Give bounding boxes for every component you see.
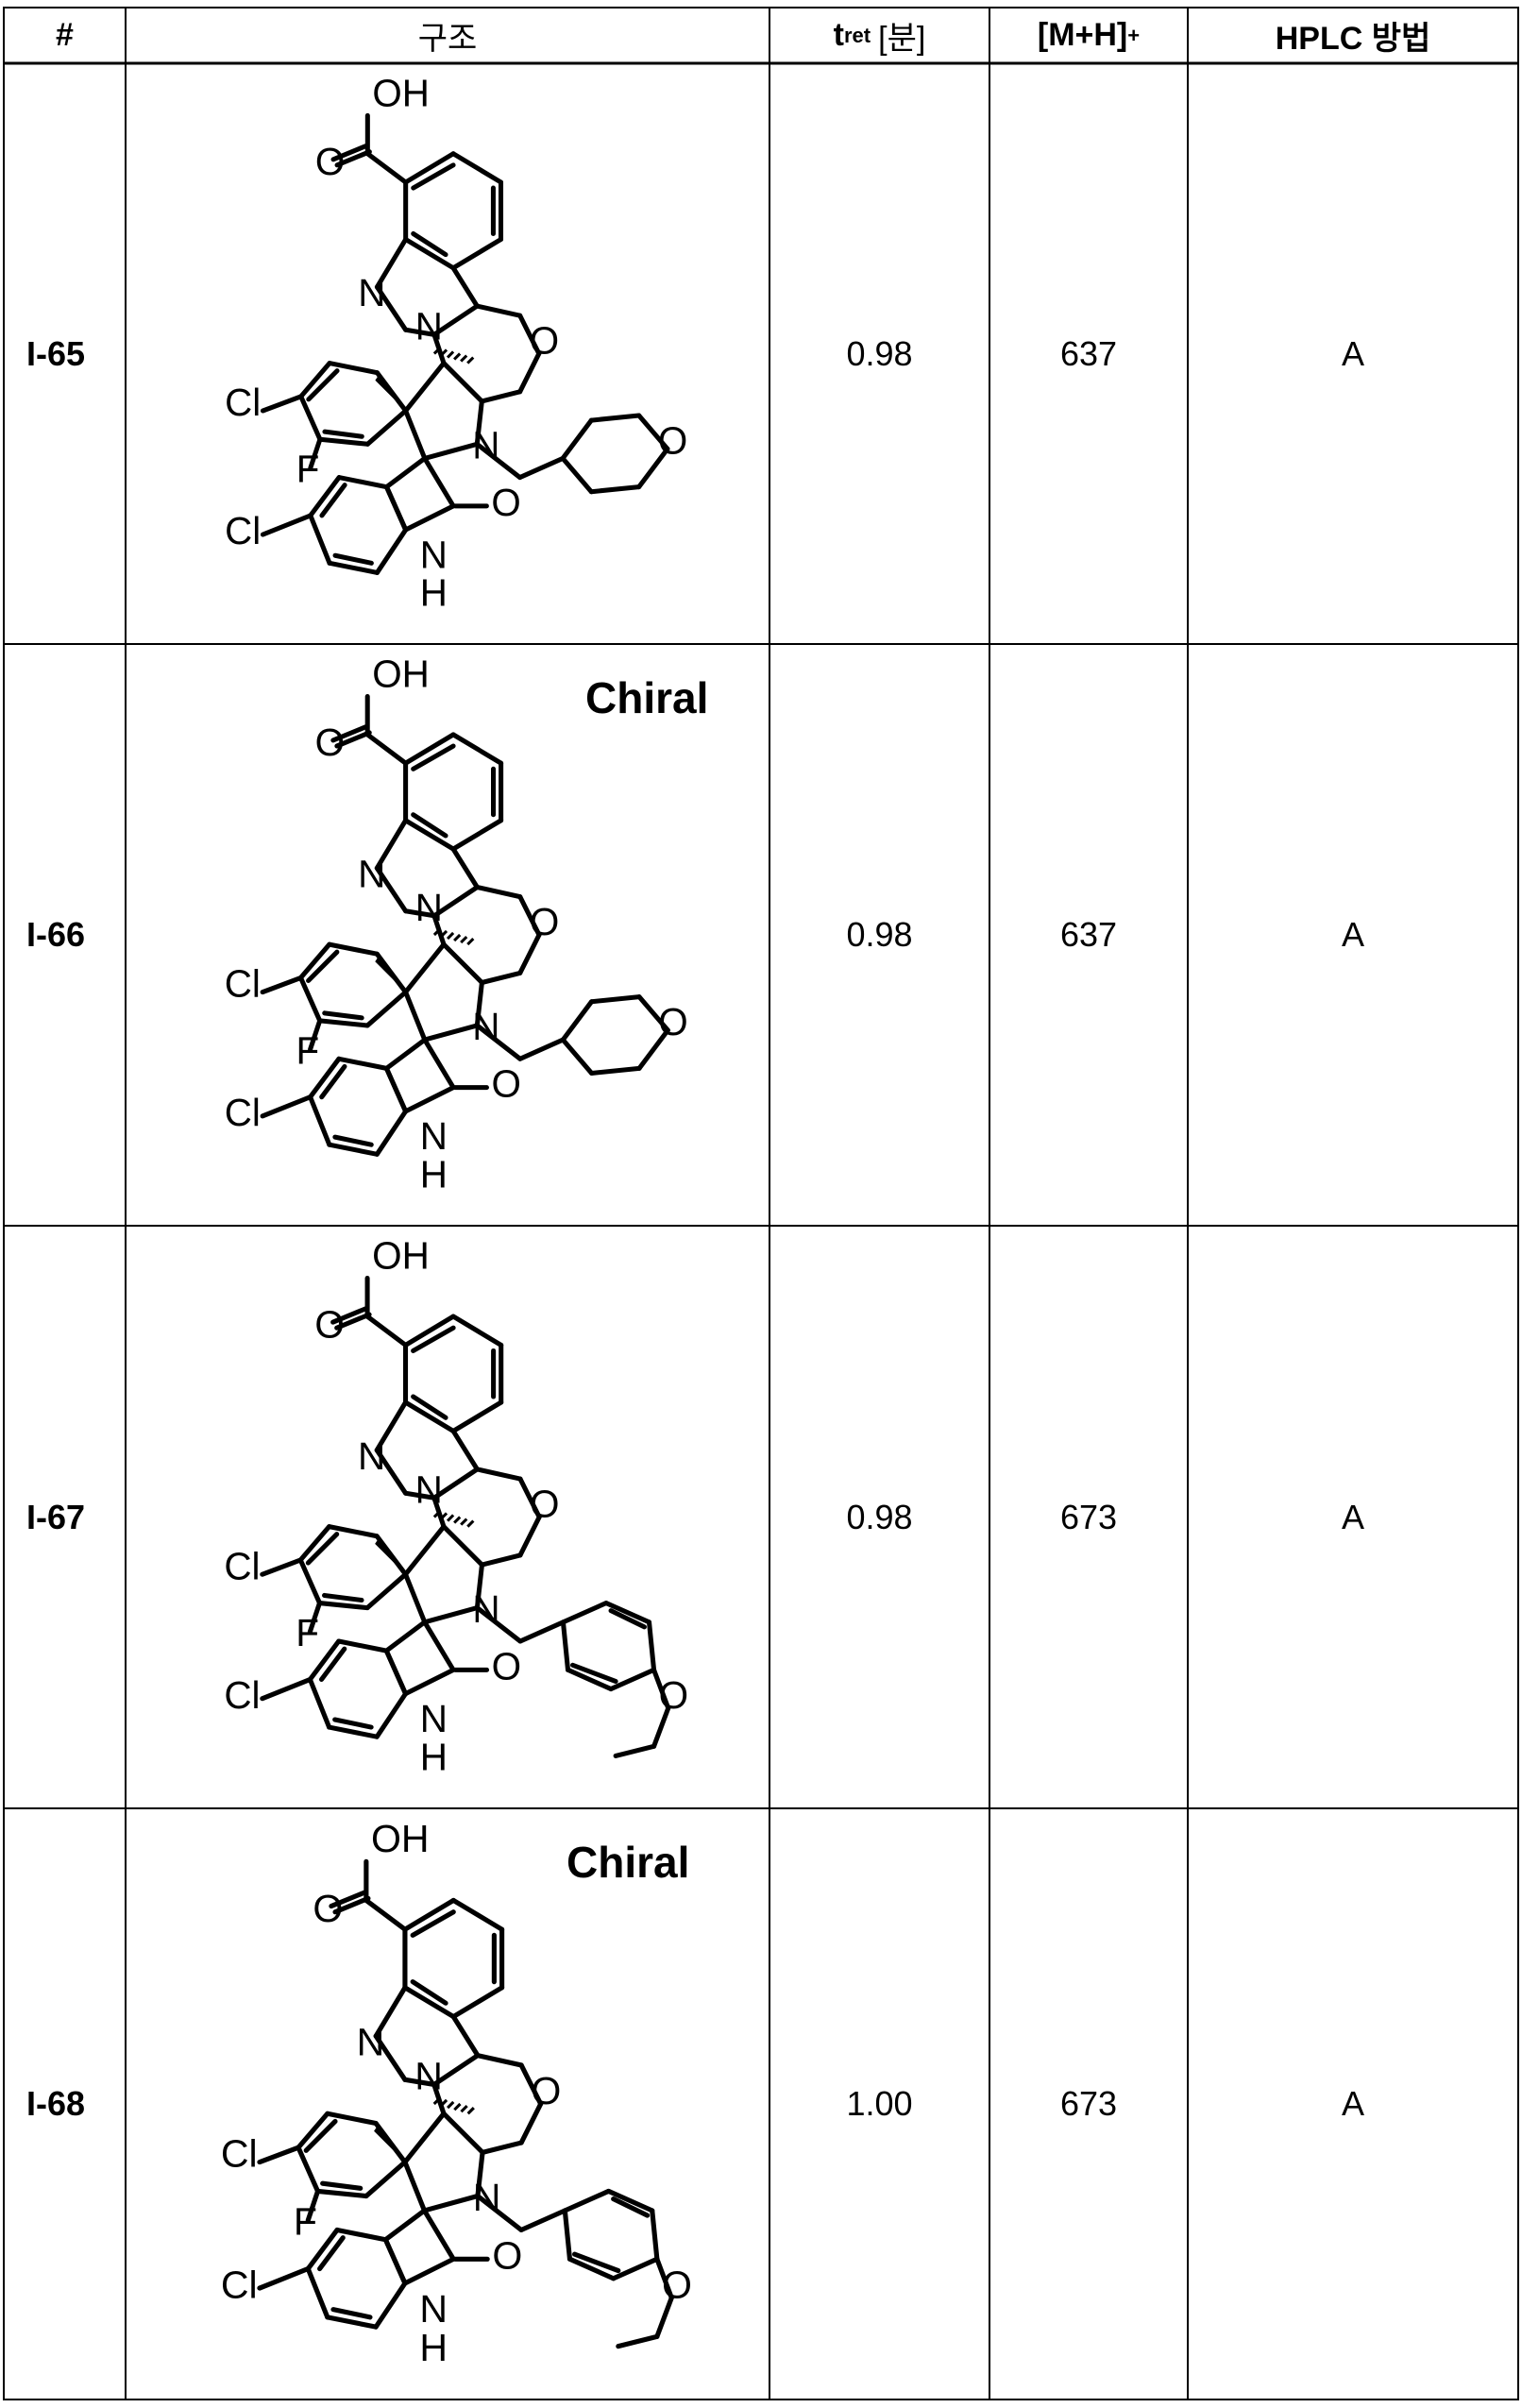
hplc-method: A — [1188, 1808, 1518, 2400]
compound-id: I-68 — [26, 1808, 126, 2400]
chiral-label: Chiral — [567, 1837, 689, 1888]
atom-label-n: N — [415, 886, 443, 929]
atom-label-o: O — [492, 1062, 521, 1106]
atom-label-f: F — [296, 1028, 319, 1072]
header-retention-time: tret [분] — [769, 8, 989, 63]
atom-label-o: O — [531, 2069, 561, 2112]
compound-id: I-66 — [26, 644, 126, 1226]
atom-label-o: O — [658, 418, 687, 462]
atom-label-h: H — [419, 2326, 448, 2369]
atom-label-cl: Cl — [225, 1091, 261, 1134]
header-structure: 구조 — [126, 8, 769, 63]
compound-id: I-67 — [26, 1226, 126, 1808]
atom-label-n: N — [357, 2021, 385, 2064]
retention-time: 1.00 — [769, 1808, 989, 2400]
atom-label-n: N — [415, 1467, 443, 1511]
atom-label-cl: Cl — [221, 2132, 258, 2176]
atom-label-o: O — [530, 319, 559, 363]
atom-label-o: O — [659, 1673, 688, 1717]
atom-label-o: O — [313, 1887, 343, 1930]
atom-label-n: N — [420, 1697, 448, 1740]
chiral-label: Chiral — [585, 672, 708, 723]
atom-label-o: O — [492, 2234, 522, 2278]
atom-label-n: N — [420, 533, 448, 576]
atom-label-n: N — [358, 853, 385, 896]
hplc-method: A — [1188, 63, 1518, 644]
atom-label-o: O — [491, 481, 520, 524]
atom-label-n: N — [472, 1587, 499, 1631]
atom-label-o: O — [314, 1302, 344, 1346]
header-mass: [M+H]+ — [989, 8, 1188, 63]
atom-label-h: H — [420, 571, 448, 615]
retention-time: 0.98 — [769, 1226, 989, 1808]
atom-label-n: N — [415, 304, 443, 348]
chemical-structure: OHONNONONHClClFO — [142, 68, 746, 639]
atom-label-n: N — [419, 2287, 448, 2331]
atom-label-o: O — [315, 721, 345, 764]
atom-label-n: N — [358, 271, 385, 314]
header-tret-sub: ret — [844, 24, 871, 48]
chemical-structure: OHONNONONHClClFO — [142, 1230, 746, 1804]
retention-time: 0.98 — [769, 63, 989, 644]
atom-label-cl: Cl — [221, 2263, 258, 2306]
atom-label-cl: Cl — [224, 1673, 260, 1717]
atom-label-h: H — [420, 1153, 448, 1196]
atom-label-h: H — [420, 1736, 448, 1779]
atom-label-cl: Cl — [225, 962, 261, 1006]
header-mh: [M+H] — [1038, 17, 1127, 54]
atom-label-oh: OH — [372, 71, 430, 114]
atom-label-o: O — [315, 140, 345, 183]
atom-label-oh: OH — [372, 1233, 430, 1277]
atom-label-cl: Cl — [224, 1544, 260, 1587]
atom-label-f: F — [296, 448, 320, 491]
hplc-method: A — [1188, 1226, 1518, 1808]
retention-time: 0.98 — [769, 644, 989, 1226]
hplc-method: A — [1188, 644, 1518, 1226]
mass-value: 673 — [989, 1226, 1188, 1808]
atom-label-f: F — [296, 1611, 319, 1654]
header-mh-sup: + — [1127, 24, 1140, 48]
atom-label-n: N — [358, 1434, 385, 1478]
compound-id: I-65 — [26, 63, 126, 644]
atom-label-o: O — [530, 1483, 559, 1526]
atom-label-cl: Cl — [225, 381, 261, 424]
mass-value: 637 — [989, 644, 1188, 1226]
header-id: # — [4, 8, 126, 63]
atom-label-n: N — [472, 1005, 499, 1048]
header-tret-t: t — [834, 17, 844, 54]
atom-label-o: O — [492, 1644, 521, 1687]
atom-label-o: O — [530, 900, 559, 943]
atom-label-n: N — [414, 2055, 443, 2098]
atom-label-n: N — [420, 1114, 448, 1158]
atom-label-n: N — [473, 2176, 501, 2219]
atom-label-n: N — [472, 423, 499, 466]
atom-label-cl: Cl — [225, 509, 261, 552]
mass-value: 637 — [989, 63, 1188, 644]
atom-label-oh: OH — [371, 1817, 430, 1860]
header-hplc: HPLC 방법 — [1188, 8, 1518, 63]
header-tret-unit: [분] — [878, 12, 925, 59]
atom-label-f: F — [294, 2200, 317, 2244]
chemical-structure: OHONNONONHClClFO — [142, 649, 746, 1221]
chemical-structure: OHONNONONHClClFO — [142, 1813, 746, 2395]
atom-label-o: O — [662, 2263, 692, 2306]
mass-value: 673 — [989, 1808, 1188, 2400]
atom-label-o: O — [658, 1000, 687, 1043]
atom-label-oh: OH — [372, 652, 430, 695]
